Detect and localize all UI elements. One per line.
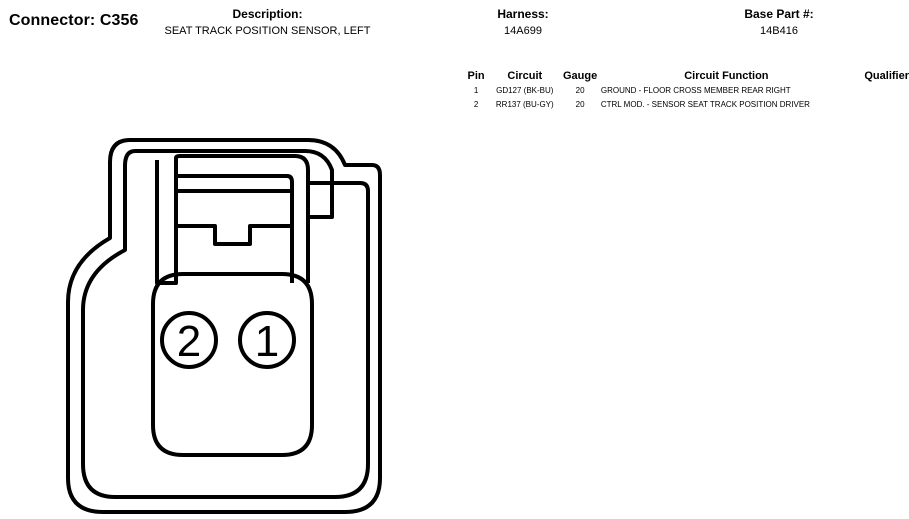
circuit-function-header: Circuit Function: [684, 69, 769, 82]
circuit-function: CTRL MOD. - SENSOR SEAT TRACK POSITION D…: [600, 99, 810, 109]
table-row: 1 GD127 (BK-BU) 20 GROUND - FLOOR CROSS …: [462, 83, 909, 97]
latch-tab: [155, 154, 310, 285]
pin-1-circle: [238, 311, 296, 369]
qualifier-header: Qualifier: [864, 69, 909, 82]
pin-header: Pin: [467, 69, 485, 82]
pin-2-label: 2: [177, 317, 201, 366]
connector-face-diagram: 2 1: [66, 138, 382, 514]
pin-1-label: 1: [255, 317, 279, 366]
pin-number: 1: [473, 85, 479, 95]
harness-label: Harness:: [497, 7, 549, 21]
wire-gauge: 20: [575, 99, 585, 109]
description-value: SEAT TRACK POSITION SENSOR, LEFT: [164, 25, 371, 37]
base-part-label: Base Part #:: [744, 7, 814, 21]
connector-title: Connector: C356: [9, 12, 139, 29]
wire-gauge: 20: [575, 85, 585, 95]
pin-cavity-2: 2: [160, 311, 218, 369]
qualifier: [852, 97, 909, 111]
table-row: 2 RR137 (BU-GY) 20 CTRL MOD. - SENSOR SE…: [462, 97, 909, 111]
pin-cavity-body: [151, 272, 314, 457]
pin-table-header-row: Pin Circuit Gauge Circuit Function Quali…: [462, 68, 909, 83]
pin-cavity-1: 1: [238, 311, 296, 369]
housing-outer-outline: [66, 138, 382, 514]
lock-window: [176, 189, 292, 246]
qualifier: [852, 83, 909, 97]
base-part-value: 14B416: [760, 25, 798, 37]
circuit-function: GROUND - FLOOR CROSS MEMBER REAR RIGHT: [600, 85, 791, 95]
circuit-id: RR137 (BU-GY): [495, 99, 554, 109]
pin-table: Pin Circuit Gauge Circuit Function Quali…: [462, 68, 909, 111]
circuit-header: Circuit: [507, 69, 543, 82]
circuit-id: GD127 (BK-BU): [496, 85, 554, 95]
latch-ledge: [308, 181, 334, 219]
harness-value: 14A699: [504, 25, 542, 37]
latch-tab-inner: [176, 174, 294, 283]
pin-number: 2: [473, 99, 479, 109]
description-label: Description:: [232, 7, 303, 21]
housing-inner-outline: [81, 149, 370, 499]
pin-2-circle: [160, 311, 218, 369]
gauge-header: Gauge: [563, 69, 598, 82]
